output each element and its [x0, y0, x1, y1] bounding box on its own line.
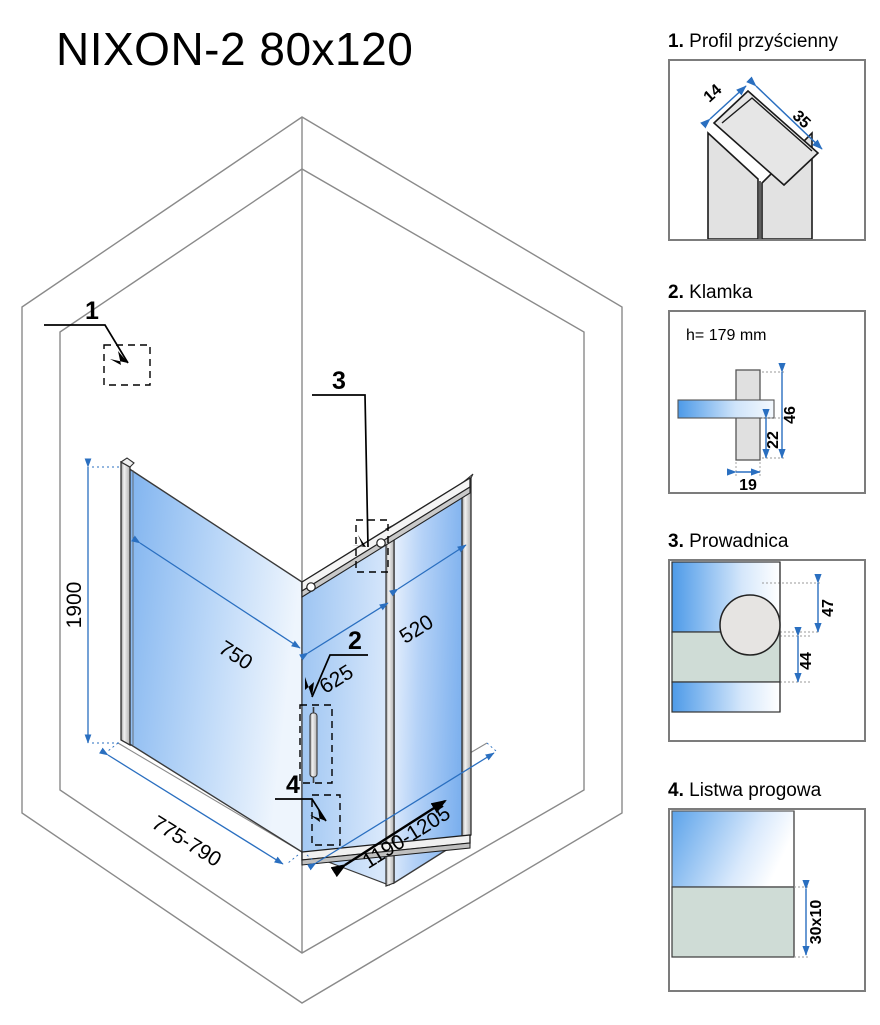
- callout-1-box: [103, 344, 151, 386]
- detail-panel-wall-profile: 1. Profil przyścienny: [668, 31, 866, 241]
- panel-4-title: 4. Listwa progowa: [668, 780, 866, 802]
- callout-4-box: [311, 794, 341, 846]
- dimension-1900: 1900: [63, 458, 120, 744]
- main-drawing: 1900 750 625 520 775-790: [0, 95, 645, 1025]
- room-outline: [21, 116, 623, 1004]
- threshold-glass: [671, 810, 795, 888]
- threshold-seal: [671, 886, 795, 958]
- detail-panel-guide-rail: 3. Prowadnica: [668, 531, 866, 742]
- panel-2-number: 2.: [668, 282, 684, 303]
- sliding-direction-arrow: [330, 799, 447, 878]
- panel-1-box: 14 35: [668, 58, 866, 241]
- panel-4-number: 4.: [668, 780, 684, 801]
- panel-3-dim-44: 44: [798, 652, 815, 670]
- panel-2-dim-19: 19: [739, 477, 757, 492]
- detail-panel-handle: 2. Klamka h= 179 mm: [668, 282, 866, 494]
- callout-2-label: 2: [348, 627, 362, 655]
- callout-3-label: 3: [332, 367, 346, 395]
- page-title: NIXON-2 80x120: [56, 23, 414, 75]
- panel-3-number: 3.: [668, 531, 684, 552]
- callout-3: 3: [312, 367, 389, 573]
- panel-2-dim-46: 46: [782, 406, 799, 424]
- panel-3-dim-47: 47: [820, 599, 837, 617]
- panel-3-name: Prowadnica: [689, 531, 789, 552]
- roller-wheel-left: [306, 582, 316, 592]
- callout-3-box: [355, 519, 389, 573]
- glass-section: [677, 399, 775, 419]
- panel-4-name: Listwa progowa: [689, 780, 822, 801]
- panel-2-box: h= 179 mm 46 22 19: [668, 309, 866, 494]
- panel-1-dim-35: 35: [789, 107, 814, 132]
- profile-left-leg: [707, 131, 759, 239]
- guide-rail: [301, 476, 471, 598]
- panel-1-title: 1. Profil przyścienny: [668, 31, 866, 53]
- panel-2-name: Klamka: [689, 282, 753, 303]
- dimension-label-1900: 1900: [63, 582, 86, 629]
- panel-1-number: 1.: [668, 31, 684, 52]
- side-glass-panel: [119, 457, 303, 854]
- callout-4-label: 4: [286, 771, 300, 799]
- panel-2-note: h= 179 mm: [686, 327, 766, 344]
- panel-4-box: 30x10: [668, 807, 866, 992]
- panel-4-dim-30x10: 30x10: [808, 900, 825, 945]
- handle: [309, 707, 318, 783]
- panel-1-dim-14: 14: [701, 81, 726, 106]
- panel-3-box: 47 44: [668, 558, 866, 742]
- rail-lower-band: [671, 681, 781, 713]
- detail-panel-threshold-strip: 4. Listwa progowa: [668, 780, 866, 992]
- callout-2-box: [299, 704, 333, 784]
- panel-2-title: 2. Klamka: [668, 282, 866, 304]
- callout-2: 2: [299, 627, 368, 784]
- panel-1-name: Profil przyścienny: [689, 31, 839, 52]
- panel-2-dim-22: 22: [765, 431, 782, 449]
- panel-3-title: 3. Prowadnica: [668, 531, 866, 553]
- roller-circle: [719, 594, 781, 656]
- callout-4: 4: [275, 771, 341, 846]
- roller-wheel-right: [376, 538, 386, 548]
- callout-1-label: 1: [85, 297, 99, 325]
- callout-1: 1: [44, 297, 151, 386]
